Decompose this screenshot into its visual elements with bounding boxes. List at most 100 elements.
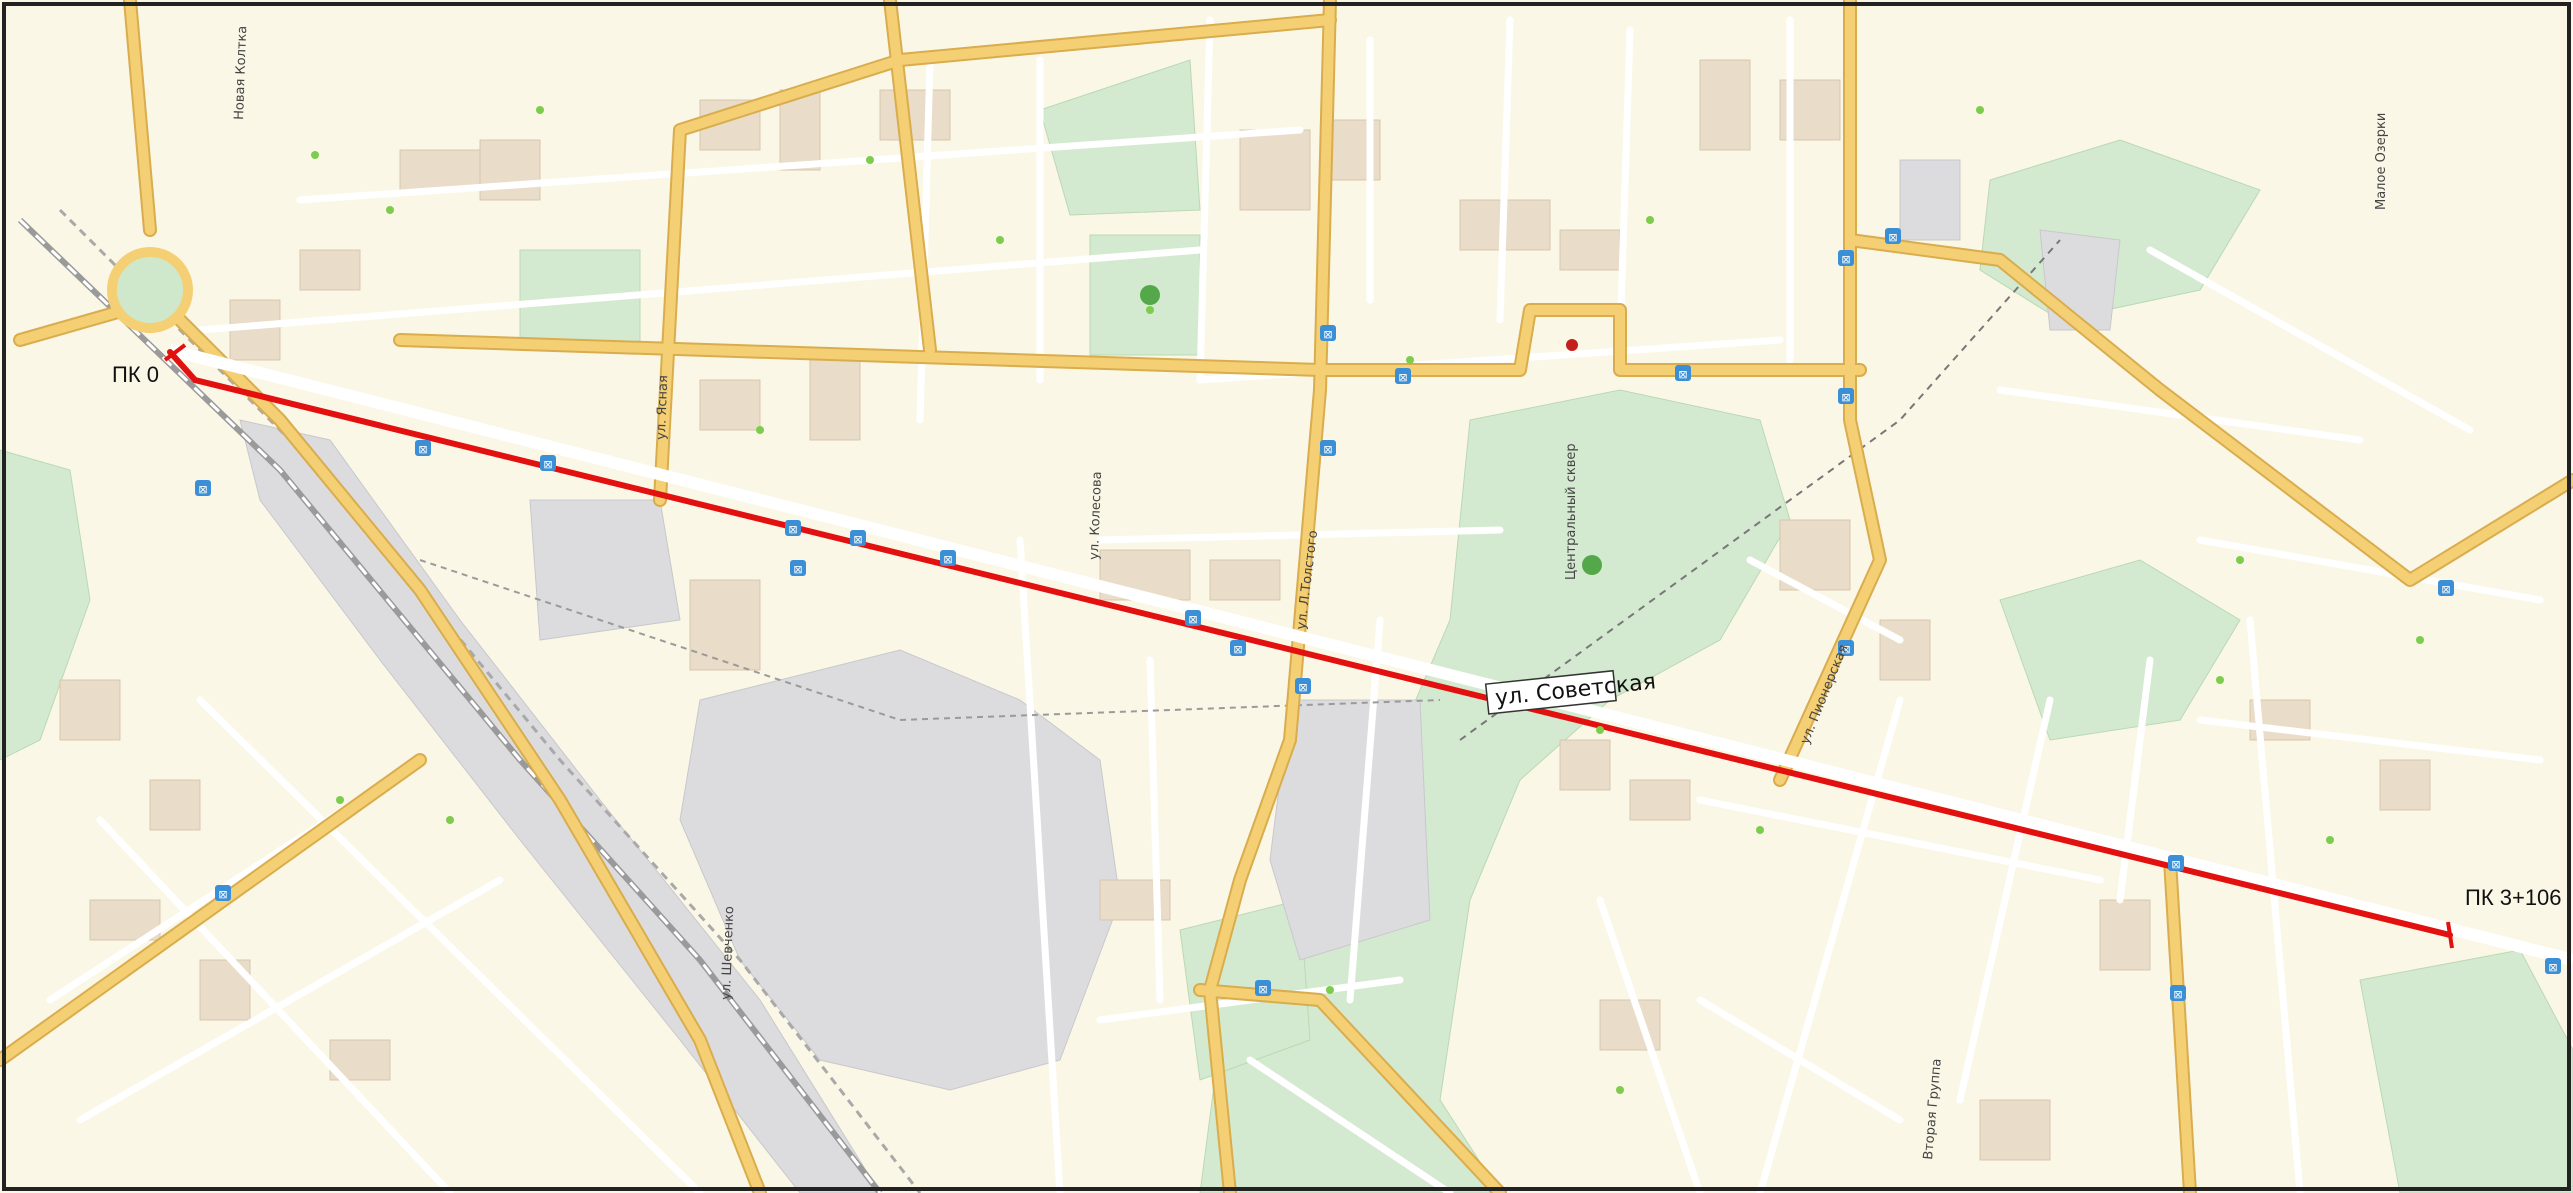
svg-text:⊠: ⊠: [543, 458, 552, 471]
svg-text:⊠: ⊠: [1398, 371, 1407, 384]
roundabout: [107, 247, 193, 333]
bus-stop-icon[interactable]: ⊠: [540, 455, 556, 471]
bus-stop-icon[interactable]: ⊠: [2438, 580, 2454, 596]
bus-stop-icon[interactable]: ⊠: [1838, 388, 1854, 404]
bus-stop-icon[interactable]: ⊠: [850, 530, 866, 546]
building: [299, 249, 361, 291]
building: [1559, 229, 1621, 271]
building: [1209, 559, 1281, 601]
bus-stop-icon[interactable]: ⊠: [1320, 440, 1336, 456]
svg-text:⊠: ⊠: [1258, 983, 1267, 996]
svg-text:⊠: ⊠: [1188, 613, 1197, 626]
bus-stop-icon[interactable]: ⊠: [2545, 958, 2561, 974]
bus-stops-layer: ⊠ ⊠ ⊠ ⊠ ⊠ ⊠ ⊠ ⊠ ⊠ ⊠ ⊠ ⊠ ⊠ ⊠ ⊠ ⊠ ⊠ ⊠ ⊠ ⊠ …: [195, 228, 2561, 1001]
buildings-layer: [59, 59, 2431, 1161]
route-start-label: ПК 0: [112, 362, 159, 387]
bus-stop-icon[interactable]: ⊠: [2168, 855, 2184, 871]
svg-text:⊠: ⊠: [218, 888, 227, 901]
bus-stop-icon[interactable]: ⊠: [790, 560, 806, 576]
svg-text:⊠: ⊠: [418, 443, 427, 456]
svg-text:⊠: ⊠: [2171, 858, 2180, 871]
bus-stop-icon[interactable]: ⊠: [1838, 640, 1854, 656]
bus-stop-icon[interactable]: ⊠: [1675, 365, 1691, 381]
park-icon: [1582, 555, 1602, 575]
svg-text:⊠: ⊠: [788, 523, 797, 536]
svg-text:⊠: ⊠: [793, 563, 802, 576]
bus-stop-icon[interactable]: ⊠: [415, 440, 431, 456]
block-grey-1: [529, 499, 681, 641]
street-label-kolesova: ул. Колесова: [1087, 471, 1105, 560]
route-line[interactable]: [163, 343, 2454, 949]
poi-marker[interactable]: [1566, 339, 1578, 351]
svg-text:⊠: ⊠: [2173, 988, 2182, 1001]
bus-stop-icon[interactable]: ⊠: [940, 550, 956, 566]
building: [689, 579, 761, 671]
building: [1879, 619, 1931, 681]
building: [479, 139, 541, 201]
building: [1239, 129, 1311, 211]
svg-text:⊠: ⊠: [853, 533, 862, 546]
building: [59, 679, 121, 741]
building: [879, 89, 951, 141]
tree-dots: [311, 106, 2424, 1094]
svg-text:⊠: ⊠: [198, 483, 207, 496]
industrial-zone-south: [679, 649, 1121, 1091]
svg-text:⊠: ⊠: [1323, 328, 1332, 341]
bus-stop-icon[interactable]: ⊠: [1320, 325, 1336, 341]
bus-stop-icon[interactable]: ⊠: [1185, 610, 1201, 626]
bus-stop-icon[interactable]: ⊠: [1395, 368, 1411, 384]
industrial-zone-center: [1269, 699, 1431, 961]
route-end-label: ПК 3+106: [2465, 885, 2562, 910]
railway: [17, 208, 2061, 1193]
bus-stop-icon[interactable]: ⊠: [1295, 678, 1311, 694]
street-label-novaya-koltka: Новая Колтка: [232, 25, 250, 120]
svg-text:⊠: ⊠: [1841, 391, 1850, 404]
block-grey-north: [1899, 159, 1961, 241]
bus-stop-icon[interactable]: ⊠: [785, 520, 801, 536]
park-southeast: [2359, 949, 2573, 1193]
building: [1699, 59, 1751, 151]
building: [699, 379, 761, 431]
building: [149, 779, 201, 831]
building: [1979, 1099, 2051, 1161]
building: [2379, 759, 2431, 811]
bus-stop-icon[interactable]: ⊠: [1230, 640, 1246, 656]
building: [1559, 739, 1611, 791]
street-label-shevchenko: ул. Шевченко: [719, 906, 737, 1000]
svg-text:⊠: ⊠: [1678, 368, 1687, 381]
park-west: [0, 449, 91, 761]
svg-text:⊠: ⊠: [2548, 961, 2557, 974]
park-icon: [1140, 285, 1160, 305]
poi-label-central-square: Центральный сквер: [1564, 443, 1579, 580]
route-path[interactable]: [167, 349, 2453, 938]
svg-text:⊠: ⊠: [1323, 443, 1332, 456]
bus-stop-icon[interactable]: ⊠: [1838, 250, 1854, 266]
park-north-center: [1039, 59, 1201, 216]
svg-text:⊠: ⊠: [1888, 231, 1897, 244]
bus-stop-icon[interactable]: ⊠: [2170, 985, 2186, 1001]
block-grey-east: [2039, 229, 2121, 331]
poi-label-maloe-ozerki: Малое Озерки: [2374, 113, 2389, 210]
street-label-yasnaya: ул. Ясная: [654, 375, 671, 440]
svg-text:⊠: ⊠: [1298, 681, 1307, 694]
svg-text:⊠: ⊠: [2441, 583, 2450, 596]
route-start-tick: [163, 343, 187, 362]
bus-stop-icon[interactable]: ⊠: [1255, 980, 1271, 996]
building: [809, 359, 861, 441]
bus-stop-icon[interactable]: ⊠: [195, 480, 211, 496]
svg-text:⊠: ⊠: [1233, 643, 1242, 656]
building: [399, 149, 481, 191]
building: [2099, 899, 2151, 971]
park-east: [1999, 559, 2241, 741]
bus-stop-icon[interactable]: ⊠: [1885, 228, 1901, 244]
svg-text:⊠: ⊠: [1841, 253, 1850, 266]
svg-text:⊠: ⊠: [1841, 643, 1850, 656]
route-end-tick: [2446, 921, 2454, 949]
svg-text:⊠: ⊠: [943, 553, 952, 566]
bus-stop-icon[interactable]: ⊠: [215, 885, 231, 901]
building: [1629, 779, 1691, 821]
street-callout-box: [1484, 669, 1617, 715]
